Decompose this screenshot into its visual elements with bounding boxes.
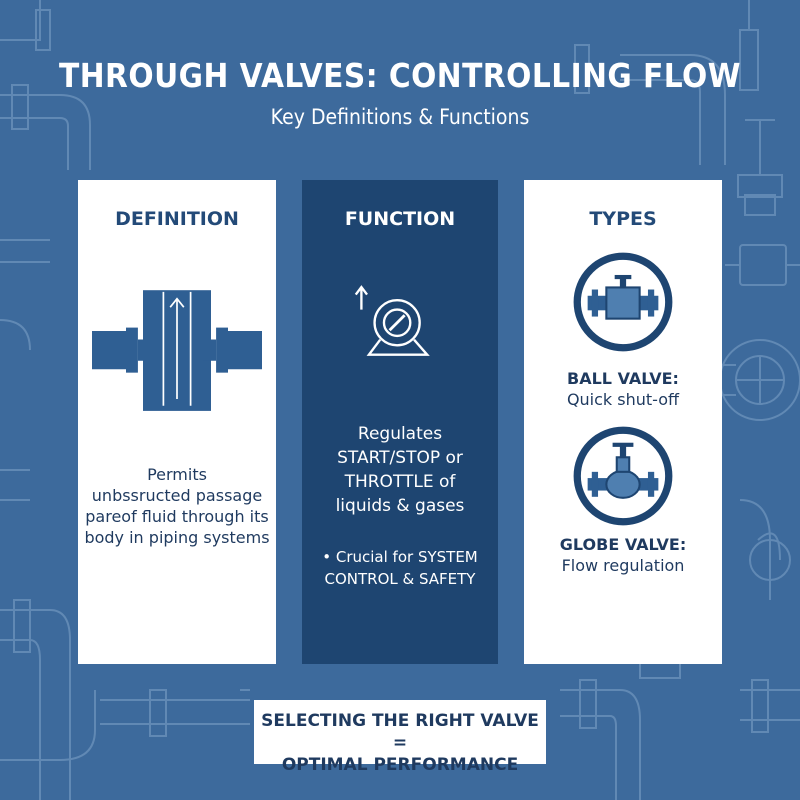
definition-text: Permits unbssructed passage pareof fluid… bbox=[78, 464, 276, 548]
function-heading: FUNCTION bbox=[344, 208, 456, 230]
page-title: THROUGH VALVES: CONTROLLING FLOW bbox=[59, 56, 741, 95]
globe-valve-icon bbox=[573, 426, 673, 526]
function-bullet: • Crucial for SYSTEM CONTROL & SAFETY bbox=[302, 546, 498, 590]
globe-valve-desc: Flow regulation bbox=[561, 556, 685, 575]
function-card: FUNCTION Regulates START/STOP or THROTTL… bbox=[302, 180, 498, 664]
types-card: TYPES BALL VALVE: Quick shut-off GLOBE V… bbox=[524, 180, 722, 664]
function-line: THROTTLE of bbox=[344, 472, 456, 492]
function-line: liquids & gases bbox=[335, 496, 465, 516]
function-text: Regulates START/STOP or THROTTLE of liqu… bbox=[302, 422, 498, 518]
function-bullet-line: • Crucial for SYSTEM bbox=[322, 548, 478, 566]
definition-line: Permits bbox=[147, 465, 207, 484]
definition-line: pareof fluid through its bbox=[85, 507, 269, 526]
definition-line: unbssructed passage bbox=[91, 486, 263, 505]
ball-valve-desc: Quick shut-off bbox=[566, 390, 680, 409]
footer-line: OPTIMAL PERFORMANCE bbox=[281, 755, 519, 775]
ball-valve-icon bbox=[573, 252, 673, 352]
globe-valve-label: GLOBE VALVE: Flow regulation bbox=[524, 534, 722, 576]
function-line: START/STOP or bbox=[337, 448, 463, 468]
definition-line: body in piping systems bbox=[84, 528, 270, 547]
page-subtitle: Key Definitions & Functions bbox=[270, 105, 530, 129]
ball-valve-label: BALL VALVE: Quick shut-off bbox=[524, 368, 722, 410]
footer-line: SELECTING THE RIGHT VALVE = bbox=[261, 711, 539, 753]
function-line: Regulates bbox=[357, 424, 443, 444]
types-heading: TYPES bbox=[589, 208, 657, 230]
through-valve-icon bbox=[92, 290, 262, 411]
function-bullet-line: CONTROL & SAFETY bbox=[324, 570, 476, 588]
definition-card: DEFINITION Permits unbssructed passage p… bbox=[78, 180, 276, 664]
gauge-valve-icon bbox=[354, 285, 430, 356]
footer-banner: SELECTING THE RIGHT VALVE = OPTIMAL PERF… bbox=[254, 700, 546, 775]
definition-heading: DEFINITION bbox=[115, 208, 239, 230]
globe-valve-name: GLOBE VALVE: bbox=[559, 535, 687, 554]
ball-valve-name: BALL VALVE: bbox=[567, 369, 679, 388]
